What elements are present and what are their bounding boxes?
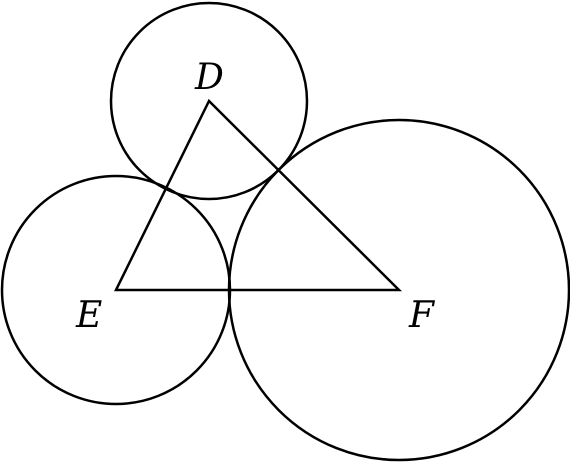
label-f: F	[408, 295, 436, 336]
circle-d	[109, 1, 309, 201]
label-e: E	[75, 295, 102, 336]
label-d: D	[194, 57, 224, 98]
triangle-def	[113, 98, 403, 292]
